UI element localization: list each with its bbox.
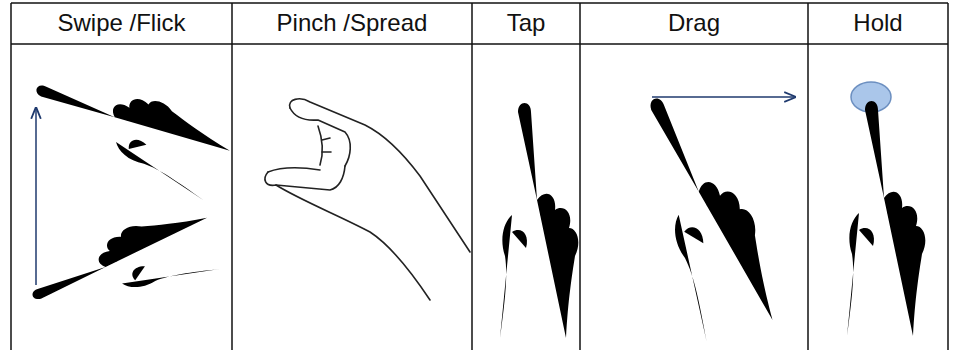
column-header: Drag: [580, 3, 808, 43]
swipe-arrow: [35, 108, 37, 285]
tap-hand: [500, 103, 578, 338]
pinch-hand: [265, 99, 470, 300]
column-header: Swipe /Flick: [11, 3, 232, 43]
swipe-hand-top: [27, 48, 235, 201]
column-header: Tap: [472, 3, 580, 43]
drag-hand: [630, 81, 784, 341]
column-header: Pinch /Spread: [232, 3, 472, 43]
hold-hand: [847, 101, 925, 336]
table-grid: [11, 3, 948, 350]
swipe-hand-bottom: [22, 208, 220, 314]
column-header: Hold: [808, 3, 948, 43]
drag-arrow: [652, 96, 795, 98]
